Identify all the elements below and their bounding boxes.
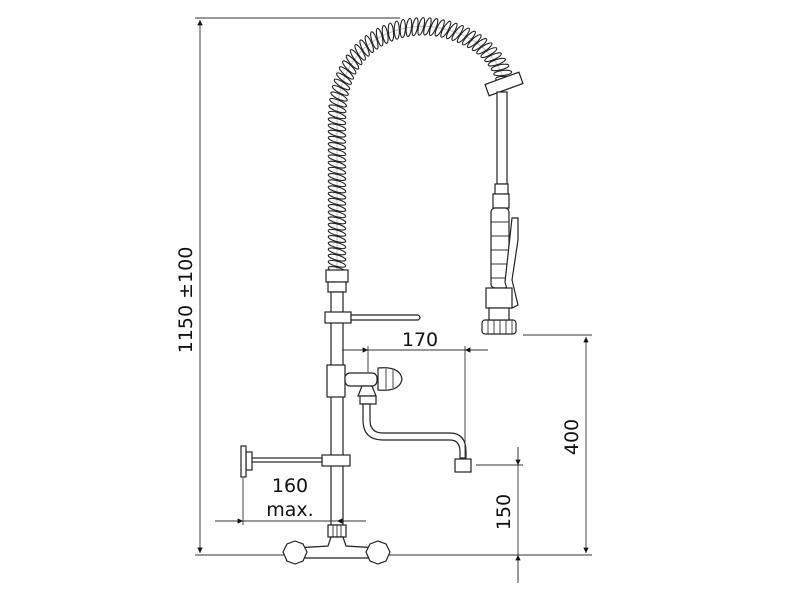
- dimension-spout-height: 150: [476, 447, 523, 583]
- spout-reach-label: 170: [402, 329, 438, 351]
- coil-loop: [327, 129, 347, 138]
- coil-loop: [434, 19, 445, 37]
- coil-loop: [480, 47, 498, 59]
- spout-height-label: 150: [493, 494, 515, 530]
- bracket-distance-label: 160: [272, 475, 308, 497]
- cold-valve-handle: [365, 540, 391, 565]
- coil-loop: [393, 20, 400, 40]
- shower-height-label: 400: [561, 419, 583, 455]
- coil-loop: [493, 69, 513, 77]
- coil-loop: [445, 22, 458, 40]
- dimension-overall-height: 1150 ±100: [175, 17, 592, 556]
- coil-loop: [327, 135, 347, 144]
- coil-loop: [461, 30, 476, 46]
- coil-loop: [336, 72, 352, 85]
- coil-loop: [417, 17, 426, 36]
- coil-loop: [328, 104, 347, 114]
- wall-mixer-body: [282, 536, 391, 565]
- riser-column: [240, 269, 421, 538]
- dimension-spout-reach: 170: [342, 329, 488, 458]
- coil-loop: [327, 148, 347, 157]
- dimension-shower-height: 400: [523, 334, 592, 553]
- coil-loop: [327, 210, 347, 219]
- coil-loop: [327, 142, 347, 150]
- coil-loop: [490, 63, 510, 72]
- coil-loop: [327, 253, 347, 262]
- coil-loop: [440, 20, 452, 38]
- coil-loop: [327, 247, 347, 256]
- coil-loop: [327, 235, 347, 243]
- spring-hose: [327, 17, 515, 274]
- pre-rinse-spray-head: [481, 71, 524, 335]
- dimension-bracket-distance: 160 max.: [215, 475, 366, 525]
- coil-loop: [411, 17, 419, 37]
- coil-loop: [349, 49, 363, 66]
- coil-loop: [354, 44, 366, 61]
- coil-loop: [327, 222, 347, 231]
- overall-height-label: 1150 ±100: [175, 247, 197, 354]
- coil-loop: [327, 117, 347, 126]
- coil-loop: [327, 259, 347, 268]
- coil-loop: [327, 197, 347, 206]
- coil-loop: [333, 78, 351, 91]
- coil-loop: [428, 18, 439, 36]
- bracket-distance-note: max.: [266, 499, 313, 521]
- coil-loop: [342, 60, 357, 75]
- coil-loop: [327, 160, 347, 169]
- coil-loop: [327, 228, 347, 237]
- coil-loop: [370, 31, 379, 50]
- coil-loop: [387, 22, 395, 42]
- coil-loop: [327, 204, 347, 212]
- spout-assembly: [344, 367, 472, 473]
- coil-loop: [364, 35, 375, 53]
- coil-loop: [327, 191, 347, 200]
- coil-loop: [487, 57, 506, 67]
- coil-loop: [399, 19, 406, 39]
- coil-loop: [456, 27, 470, 44]
- coil-loop: [327, 110, 347, 120]
- coil-loop: [327, 123, 347, 132]
- coil-loop: [331, 84, 349, 96]
- coil-loop: [466, 34, 482, 49]
- coil-loop: [423, 17, 432, 36]
- coil-loop: [338, 66, 355, 80]
- coil-loop: [484, 52, 502, 63]
- coil-loop: [327, 179, 347, 188]
- coil-loop: [327, 216, 347, 225]
- coil-loop: [359, 39, 370, 57]
- coil-loop: [327, 166, 347, 175]
- coil-loop: [476, 42, 493, 55]
- coil-loop: [329, 97, 347, 108]
- hot-valve-handle: [282, 540, 308, 565]
- coil-loop: [330, 91, 348, 102]
- coil-loop: [405, 17, 413, 37]
- coil-loop: [327, 241, 347, 250]
- coil-loop: [327, 154, 347, 163]
- coil-loop: [381, 25, 389, 44]
- coil-loop: [345, 54, 360, 70]
- coil-loop: [327, 173, 347, 181]
- coil-loop: [327, 185, 347, 194]
- coil-loop: [451, 24, 464, 41]
- coil-loop: [471, 38, 488, 52]
- coil-loop: [375, 27, 384, 47]
